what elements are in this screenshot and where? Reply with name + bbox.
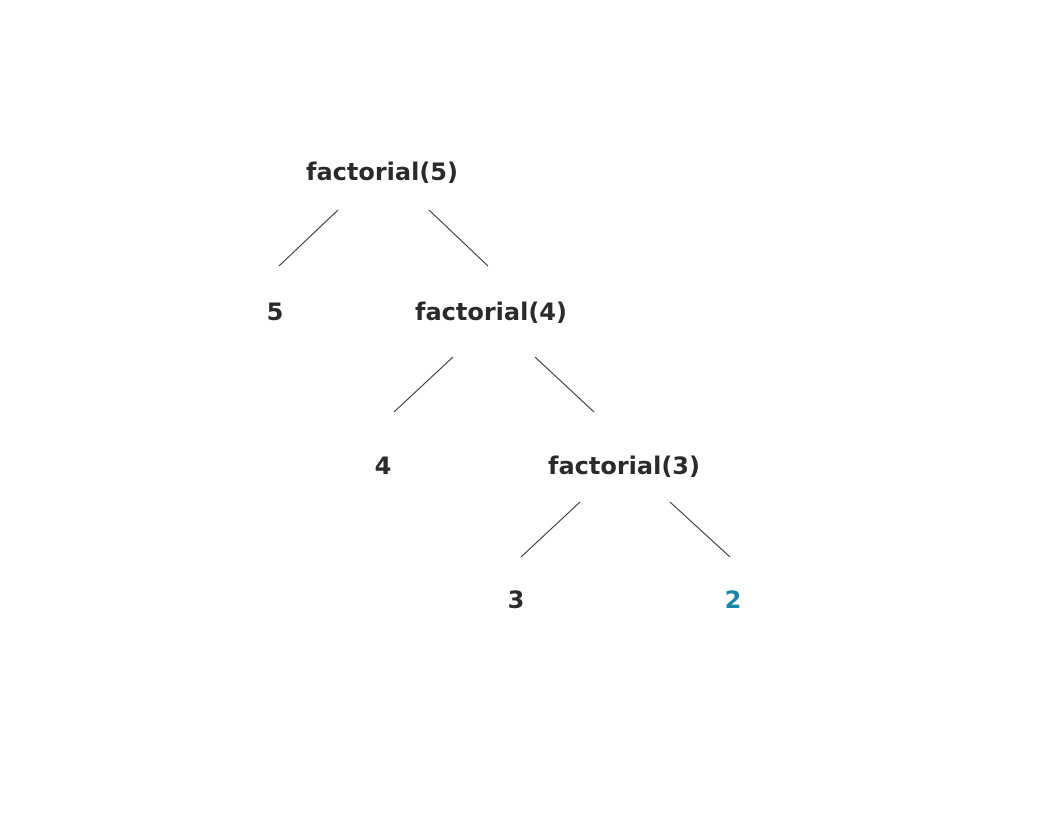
edge-f3-to-3 [520, 501, 581, 558]
edge-f5-to-f4 [428, 209, 489, 267]
tree-node-3: 3 [508, 586, 525, 614]
edge-f3-to-2 [669, 501, 731, 558]
edge-f5-to-5 [278, 209, 339, 267]
tree-node-2: 2 [725, 586, 742, 614]
edge-f4-to-f3 [534, 356, 595, 413]
edge-f4-to-4 [393, 356, 454, 413]
nodes-layer: factorial(5) 5 factorial(4) 4 factorial(3) 3 2 [267, 158, 742, 614]
tree-node-f4: factorial(4) [415, 298, 567, 326]
tree-node-f3: factorial(3) [548, 452, 700, 480]
edges-layer [278, 209, 731, 558]
tree-node-f5: factorial(5) [306, 158, 458, 186]
tree-node-4: 4 [375, 452, 392, 480]
tree-node-5: 5 [267, 298, 284, 326]
